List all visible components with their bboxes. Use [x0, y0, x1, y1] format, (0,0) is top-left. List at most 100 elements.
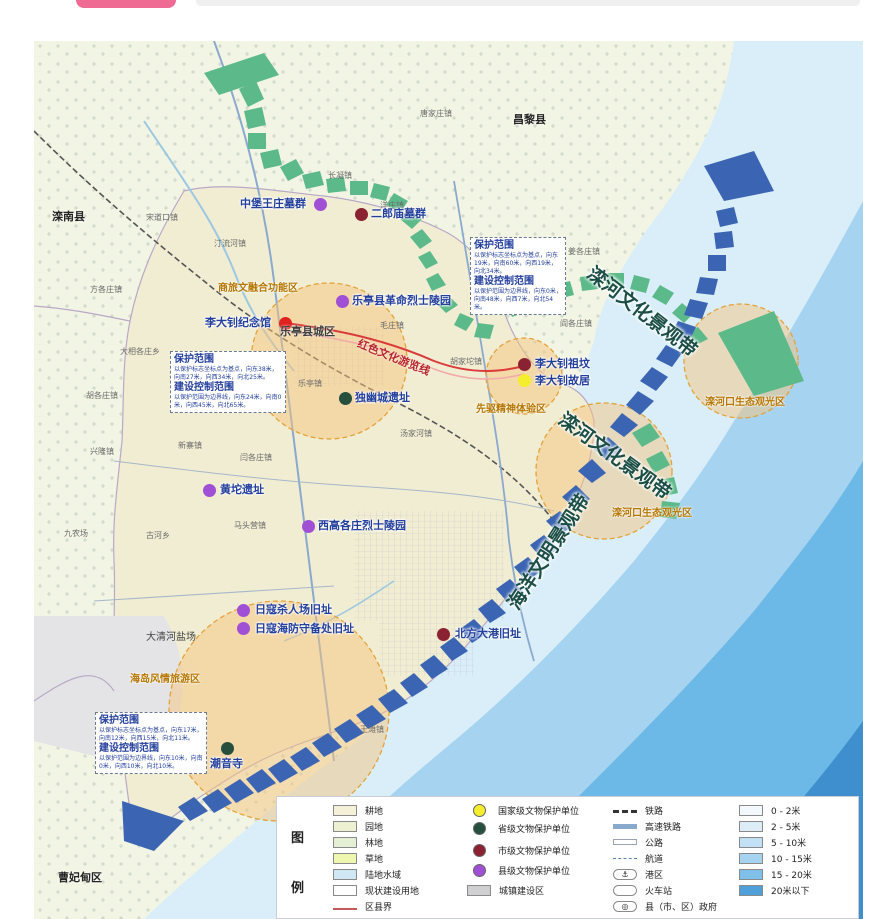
- site-tomb[interactable]: 李大钊祖坟: [535, 357, 590, 370]
- town-label: 胡家坨镇: [450, 357, 482, 366]
- legend-label: 高速铁路: [645, 822, 682, 833]
- swatch-national: [473, 803, 486, 817]
- site-memorial[interactable]: 李大钊纪念馆: [205, 316, 271, 329]
- town-label: 阎各庄镇: [560, 319, 592, 328]
- marker-erlang[interactable]: [354, 207, 368, 221]
- swatch-depth-1: [739, 820, 763, 832]
- town-label: 汀流河镇: [214, 239, 246, 248]
- town-label: 汤家河镇: [400, 429, 432, 438]
- town-label: 九农场: [64, 529, 88, 538]
- legend-label: 0 - 2米: [771, 806, 801, 817]
- marker-duyou[interactable]: [338, 391, 352, 405]
- town-label: 毛庄镇: [380, 321, 404, 330]
- town-label: 古河乡: [146, 531, 170, 540]
- legend-infra-item: ⚓港区: [613, 867, 663, 881]
- pink-tab[interactable]: [76, 0, 176, 8]
- swatch-grass: [333, 852, 357, 864]
- info-box-temple: 保护范围 以保护标志坐标点为基点，向东17米，向南12米，向西15米，向北11米…: [95, 712, 207, 774]
- site-port[interactable]: 北方大港旧址: [455, 627, 521, 640]
- marker-memorial[interactable]: [278, 316, 292, 330]
- site-xigao[interactable]: 西高各庄烈士陵园: [318, 519, 406, 532]
- marker-zhongbao[interactable]: [313, 197, 327, 211]
- box-text: 以保护范围为边界线，向东24米，向南0米，向西45米，向北65米。: [174, 394, 282, 409]
- legend-depth-item: 0 - 2米: [739, 803, 800, 817]
- swatch-channel: [613, 857, 637, 859]
- info-box-tomb: 保护范围 以保护标志坐标点为基点，向东19米，向南60米，向西19米，向北34米…: [470, 237, 566, 315]
- town-label: 乐亭镇: [298, 379, 322, 388]
- swatch-railway: [613, 809, 637, 813]
- legend-label: 城镇建设区: [499, 886, 545, 897]
- legend-label: 耕地: [365, 806, 384, 817]
- legend-label: 县级文物保护单位: [498, 866, 571, 877]
- box-title: 保护范围: [99, 715, 139, 726]
- swatch-county: [473, 863, 486, 877]
- town-label: 兴隆镇: [90, 447, 114, 456]
- marker-temple[interactable]: [220, 741, 234, 755]
- box-text: 以保护范围为边界线，向东10米，向南0米，向西10米，向北10米。: [99, 755, 203, 770]
- legend-label: 草地: [365, 854, 384, 865]
- town-label: 闫各庄镇: [240, 453, 272, 462]
- legend-depth-item: 20米以下: [739, 883, 809, 897]
- site-temple[interactable]: 潮音寺: [210, 757, 243, 770]
- marker-huangtuo[interactable]: [202, 483, 216, 497]
- legend-label: 10 - 15米: [771, 854, 812, 865]
- town-label: 方各庄镇: [90, 285, 122, 294]
- legend-label: 省级文物保护单位: [498, 824, 571, 835]
- legend: 图 例 耕地 园地 林地 草地 陆地水域 现状建设用地 区县界 国家级文物保护单…: [276, 796, 859, 919]
- town-label: 新寨镇: [178, 441, 202, 450]
- red-route-line-2: [283, 330, 525, 380]
- site-martyrs[interactable]: 乐亭县革命烈士陵园: [352, 294, 451, 307]
- swatch-depth-0: [739, 804, 763, 816]
- legend-label: 航道: [645, 854, 664, 865]
- swatch-depth-5: [739, 884, 763, 896]
- swatch-farmland: [333, 804, 357, 816]
- box-title: 保护范围: [174, 354, 214, 365]
- town-label: 王滩镇: [360, 725, 384, 734]
- swatch-hsr: [613, 823, 637, 829]
- zone-business-label: 商旅文融合功能区: [218, 283, 298, 294]
- box-text: 以保护标志坐标点为基点，向东38米，向南27米，向西34米，向北25米。: [174, 366, 278, 381]
- marker-home[interactable]: [517, 373, 531, 387]
- legend-infra-item: 航道: [613, 851, 663, 865]
- legend-label: 火车站: [645, 886, 673, 897]
- box-title: 保护范围: [474, 240, 514, 251]
- town-label: 长凝镇: [328, 171, 352, 180]
- marker-martyrs[interactable]: [335, 294, 349, 308]
- site-defense[interactable]: 日寇海防守备处旧址: [255, 622, 354, 635]
- marker-tomb[interactable]: [517, 357, 531, 371]
- swatch-orchard: [333, 820, 357, 832]
- legend-label: 市级文物保护单位: [498, 846, 571, 857]
- town-label: 马头营镇: [234, 521, 266, 530]
- site-duyou[interactable]: 独幽城遗址: [355, 391, 410, 404]
- red-route-line: [283, 322, 525, 372]
- marker-xigao[interactable]: [301, 519, 315, 533]
- legend-label: 铁路: [645, 806, 664, 817]
- box-title: 建设控制范围: [474, 276, 534, 287]
- map-canvas: [34, 41, 863, 919]
- legend-label: 5 - 10米: [771, 838, 807, 849]
- marker-port[interactable]: [436, 627, 450, 641]
- swatch-urban: [467, 884, 491, 896]
- site-erlang[interactable]: 二郎庙墓群: [371, 207, 426, 220]
- marker-defense[interactable]: [236, 621, 250, 635]
- site-huangtuo[interactable]: 黄坨遗址: [220, 483, 264, 496]
- site-zhongbao[interactable]: 中堡王庄墓群: [240, 197, 306, 210]
- zone-island-label: 海岛风情旅游区: [130, 674, 200, 685]
- legend-depth-item: 5 - 10米: [739, 835, 806, 849]
- legend-label: 国家级文物保护单位: [498, 806, 580, 817]
- swatch-provincial: [473, 821, 486, 835]
- label-feidian: 曹妃甸区: [58, 871, 102, 884]
- marker-massacre[interactable]: [236, 603, 250, 617]
- legend-heritage-item: 国家级文物保护单位: [467, 803, 579, 817]
- legend-infra-item: 铁路: [613, 803, 663, 817]
- legend-infra-item: 高速铁路: [613, 819, 681, 833]
- site-massacre[interactable]: 日寇杀人场旧址: [255, 603, 332, 616]
- legend-depth-item: 10 - 15米: [739, 851, 812, 865]
- legend-label: 15 - 20米: [771, 870, 812, 881]
- swatch-government-icon: ◎: [613, 900, 637, 912]
- legend-depth-item: 2 - 5米: [739, 819, 800, 833]
- legend-label: 县（市、区）政府: [645, 902, 718, 913]
- legend-label: 园地: [365, 822, 384, 833]
- site-home[interactable]: 李大钊故居: [535, 374, 590, 387]
